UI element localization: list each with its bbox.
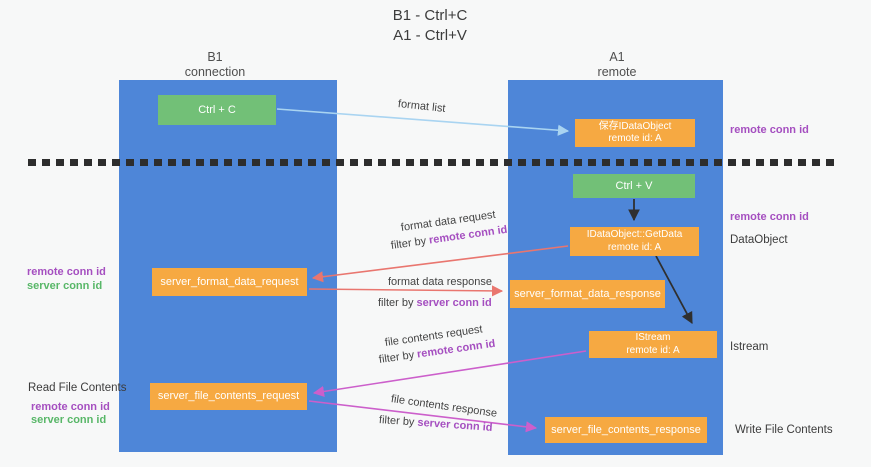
title-line-2: A1 - Ctrl+V [393, 27, 467, 44]
node-server-file-contents-request-label: server_file_contents_request [157, 390, 300, 402]
node-server-format-data-response: server_format_data_response [510, 280, 665, 308]
node-istream-line1: IStream [635, 332, 671, 343]
node-saved-dataobject-line2: remote id: A [608, 133, 662, 144]
phase-divider-dashed-line [28, 159, 835, 166]
istream-side-label: Istream [730, 341, 769, 353]
node-idataobject-getdata: IDataObject::GetData remote id: A [570, 227, 699, 256]
node-server-format-data-request: server_format_data_request [152, 268, 307, 296]
dataobject-label: DataObject [730, 234, 788, 246]
right-remote-conn-id-label-1: remote conn id [730, 124, 809, 136]
right-column-role: remote [597, 65, 637, 79]
title-line-1: B1 - Ctrl+C [392, 7, 468, 24]
format-data-response-label: format data response [388, 276, 492, 288]
node-saved-dataobject: 保存IDataObject remote id: A [575, 119, 695, 147]
left-remote-conn-id-label-1: remote conn id [27, 266, 106, 278]
filter-by-text: filter by [390, 234, 430, 252]
left-column-name: B1 [207, 50, 223, 64]
format-list-label: format list [397, 98, 447, 115]
left-column-role: connection [184, 65, 246, 79]
left-server-conn-id-label-1: server conn id [27, 280, 103, 292]
format-data-response-arrow [308, 285, 504, 297]
server-conn-id-text: server conn id [416, 297, 492, 309]
node-idataobject-getdata-line2: remote id: A [607, 241, 662, 253]
right-remote-conn-id-label-2: remote conn id [730, 211, 809, 223]
right-column-header: A1 remote [547, 50, 687, 80]
filter-by-text: filter by [378, 297, 417, 309]
left-column-header: B1 connection [145, 50, 285, 80]
server-conn-id-text: server conn id [417, 416, 493, 434]
node-server-format-data-request-label: server_format_data_request [160, 275, 299, 288]
node-ctrl-v-label: Ctrl + V [615, 179, 653, 192]
node-server-file-contents-request: server_file_contents_request [150, 383, 307, 410]
node-saved-dataobject-line1: 保存IDataObject [598, 120, 672, 132]
filter-by-text: filter by [378, 414, 418, 429]
node-server-format-data-response-label: server_format_data_response [514, 287, 661, 300]
node-ctrl-v: Ctrl + V [573, 174, 695, 198]
left-remote-conn-id-label-2: remote conn id [31, 401, 110, 413]
node-idataobject-getdata-line1: IDataObject::GetData [586, 229, 683, 240]
node-ctrl-c-label: Ctrl + C [198, 103, 236, 116]
node-server-file-contents-response-label: server_file_contents_response [551, 423, 701, 436]
write-file-contents-label: Write File Contents [735, 424, 833, 436]
right-column-name: A1 [609, 50, 625, 64]
format-data-response-filter-label: filter by server conn id [378, 297, 492, 309]
node-ctrl-c: Ctrl + C [158, 95, 276, 125]
node-istream-line2: remote id: A [626, 344, 680, 356]
node-server-file-contents-response: server_file_contents_response [545, 417, 707, 443]
diagram-title: B1 - Ctrl+C A1 - Ctrl+V [330, 6, 530, 46]
read-file-contents-label: Read File Contents [28, 382, 127, 394]
filter-by-text: filter by [378, 348, 418, 366]
node-istream: IStream remote id: A [589, 331, 717, 358]
left-server-conn-id-label-2: server conn id [31, 414, 107, 426]
